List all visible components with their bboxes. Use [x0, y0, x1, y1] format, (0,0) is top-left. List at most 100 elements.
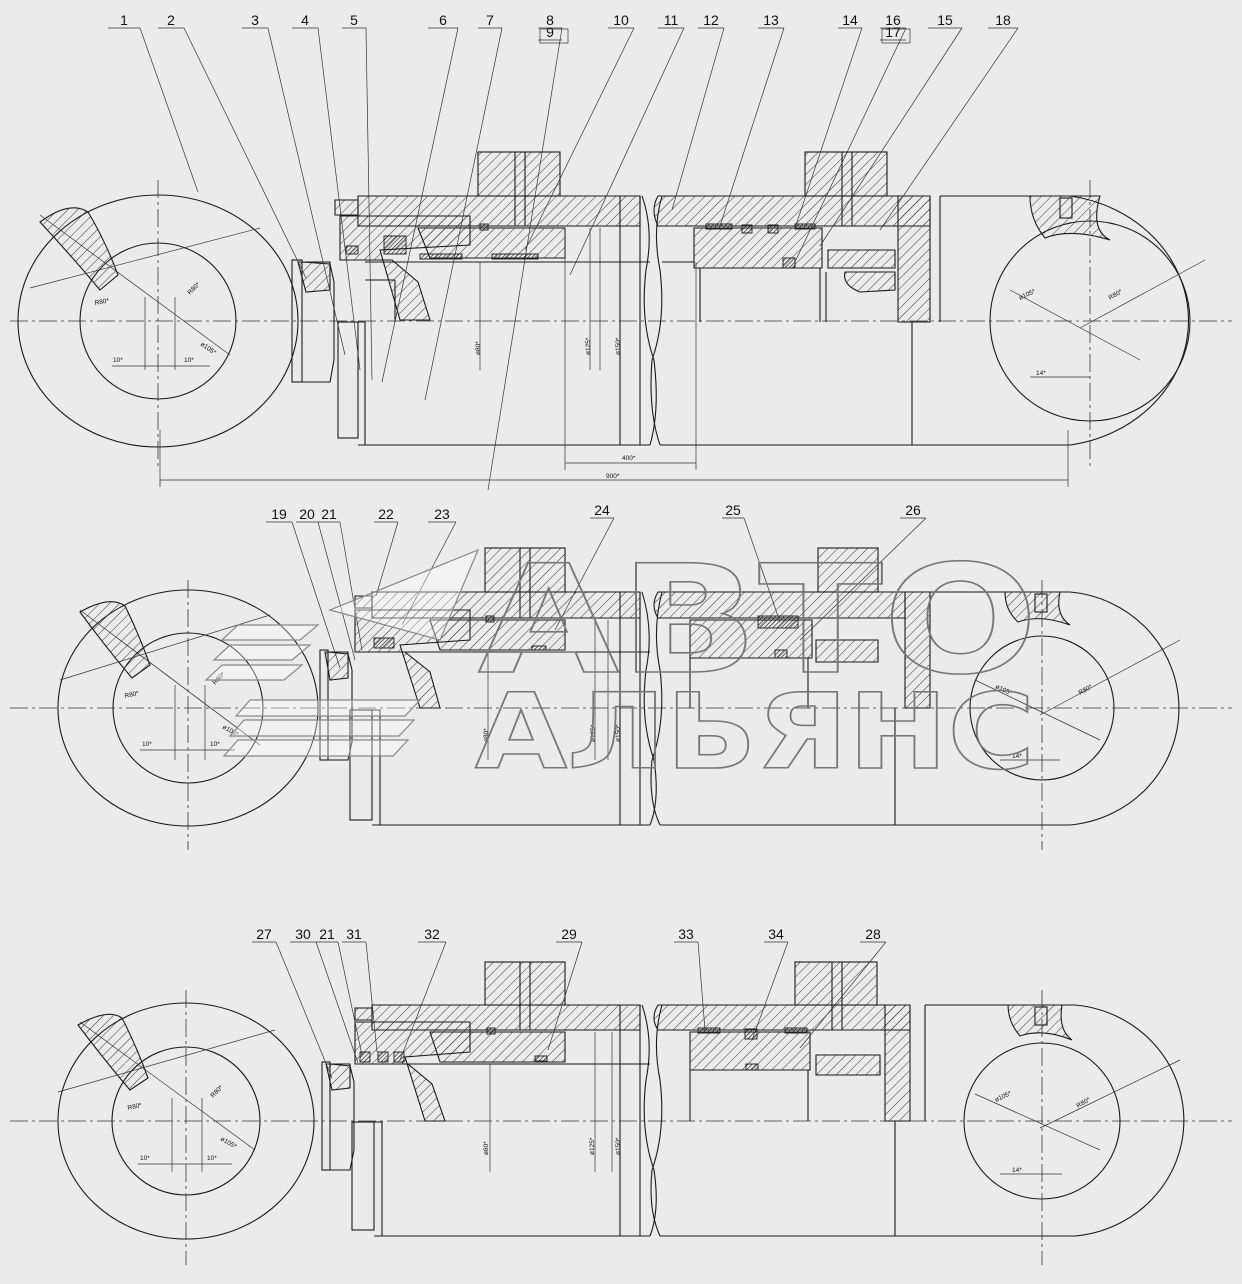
dim-v3-d150: ø150* — [615, 1137, 622, 1155]
dim-v2-d150: ø150* — [615, 724, 622, 742]
callout-number: 16 — [885, 12, 901, 28]
callout-leader — [399, 941, 447, 1061]
callout-number: 26 — [905, 502, 921, 518]
dim-14: 14* — [1036, 370, 1046, 377]
callout-leader — [819, 27, 963, 247]
callout-leader — [267, 27, 346, 356]
callout-number: 15 — [937, 12, 953, 28]
callout-leader — [719, 27, 785, 227]
callout-leader — [339, 521, 363, 651]
callout-leader — [697, 941, 706, 1031]
watermark: АВТО АЛЬЯНС — [204, 533, 1039, 794]
callout-leader — [799, 517, 927, 641]
callout-leader — [365, 27, 373, 381]
callout-number: 2 — [167, 12, 175, 28]
dim-r80-left: R80* — [94, 297, 110, 306]
callout-leader — [743, 517, 781, 623]
callout-number: 19 — [271, 506, 287, 522]
view-2 — [10, 547, 1232, 850]
callout-leader — [487, 27, 563, 491]
dim-v2-d125: ø125* — [590, 724, 597, 742]
view-1 — [10, 151, 1232, 487]
dim-v3-r80-right: R80* — [1076, 1096, 1092, 1110]
callout-number: 21 — [319, 926, 335, 942]
dim-v2-10-b: 10* — [210, 741, 220, 748]
watermark-logo-icon — [204, 548, 480, 757]
dim-r80-left-2: R80* — [186, 281, 202, 297]
callout-number: 17 — [885, 24, 901, 40]
callout-number: 25 — [725, 502, 741, 518]
dim-v3-10-a: 10* — [140, 1155, 150, 1162]
dim-v3-d105-right: ø105* — [994, 1090, 1013, 1104]
callout-number: 29 — [561, 926, 577, 942]
left-eye-hatch — [39, 207, 119, 291]
dim-d125: ø125* — [585, 337, 592, 355]
callout-leader — [554, 517, 615, 631]
callout-box — [539, 28, 569, 44]
callout-number: 27 — [256, 926, 272, 942]
callout-leader — [375, 521, 399, 597]
callout-number: 33 — [678, 926, 694, 942]
callout-box — [881, 28, 911, 44]
dim-v3-10-b: 10* — [207, 1155, 217, 1162]
callout-number: 31 — [346, 926, 362, 942]
callout-leader — [291, 521, 341, 669]
dim-10-a: 10* — [113, 357, 123, 364]
callout-leader — [315, 941, 359, 1064]
dim-v3-r80-left-2: R80* — [209, 1084, 225, 1100]
callout-number: 10 — [613, 12, 629, 28]
callout-leader — [547, 941, 583, 1051]
callout-leader — [275, 941, 333, 1079]
dim-900: 900* — [606, 473, 620, 480]
callout-number: 14 — [842, 12, 858, 28]
callout-number: 13 — [763, 12, 779, 28]
callout-leader — [317, 27, 361, 371]
callout-number: 9 — [546, 24, 554, 40]
callout-number: 1 — [120, 12, 128, 28]
watermark-text-line2: АЛЬЯНС — [475, 671, 1035, 793]
callout-leader — [569, 27, 685, 276]
callout-number: 12 — [703, 12, 719, 28]
dim-d80: ø80* — [475, 341, 482, 355]
callout-number: 3 — [251, 12, 259, 28]
callout-number: 5 — [350, 12, 358, 28]
callout-leader — [751, 941, 789, 1041]
dim-v2-14: 14* — [1012, 753, 1022, 760]
callout-leader — [401, 521, 457, 626]
callout-number: 7 — [486, 12, 494, 28]
dim-v2-r80-left: R80* — [124, 690, 140, 700]
callout-number: 11 — [664, 12, 679, 28]
callout-leader — [317, 521, 356, 661]
callout-leader — [794, 27, 907, 263]
dim-v2-10-a: 10* — [142, 741, 152, 748]
callout-number: 28 — [865, 926, 881, 942]
callout-number: 18 — [995, 12, 1011, 28]
callout-leader — [794, 27, 863, 229]
dim-v3-d105-left: ø105* — [219, 1136, 238, 1151]
callout-number: 32 — [424, 926, 440, 942]
dim-400: 400* — [622, 455, 636, 462]
callout-number: 24 — [594, 502, 610, 518]
dim-v3-d80: ø80* — [483, 1141, 490, 1155]
dim-r80-right: R80* — [1108, 288, 1124, 302]
watermark-text-line1: АВТО — [478, 534, 1038, 708]
callout-number: 22 — [378, 506, 394, 522]
callout-leader — [424, 27, 503, 401]
callout-number: 21 — [321, 506, 337, 522]
callout-leader — [799, 941, 887, 1049]
callout-number: 23 — [434, 506, 450, 522]
dim-v2-d80: ø80* — [483, 728, 490, 742]
callout-number: 34 — [768, 926, 784, 942]
dim-10-b: 10* — [184, 357, 194, 364]
dim-d150: ø150* — [615, 337, 622, 355]
dim-v2-r80-right: R80* — [1078, 683, 1094, 697]
callout-number: 8 — [546, 12, 554, 28]
callout-leader — [524, 27, 635, 251]
callout-number: 20 — [299, 506, 315, 522]
callout-number: 6 — [439, 12, 447, 28]
callout-number: 30 — [295, 926, 311, 942]
callout-leader — [183, 27, 307, 279]
callout-leader — [381, 27, 459, 383]
view-3 — [10, 961, 1232, 1265]
